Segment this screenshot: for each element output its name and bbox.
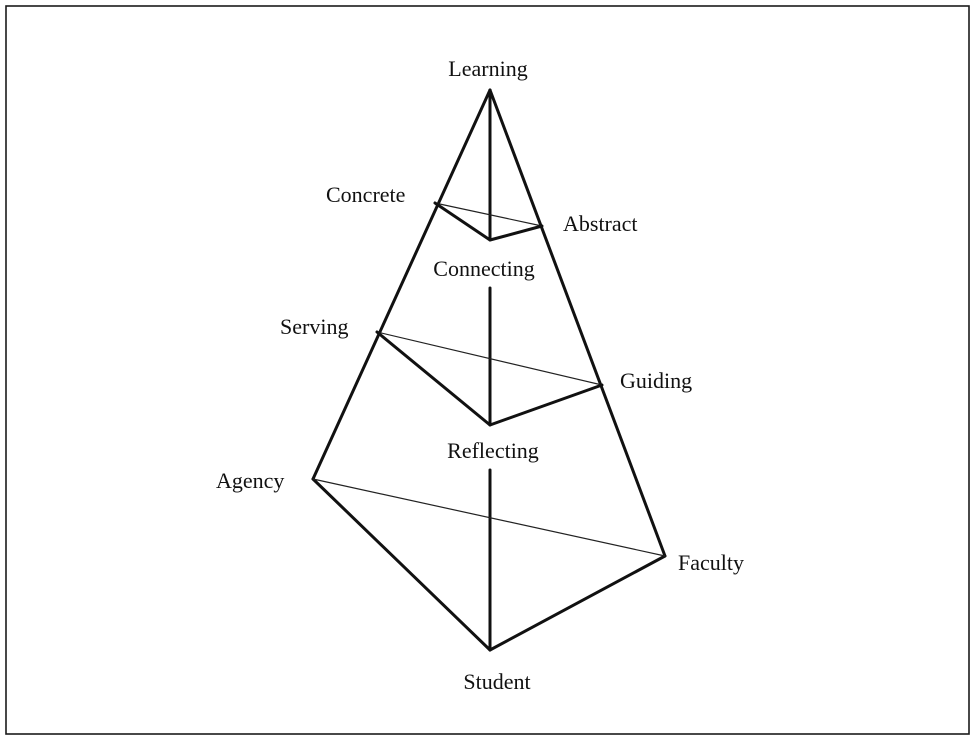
node-connecting-label: Connecting (433, 256, 534, 281)
node-abstract-label: Abstract (563, 211, 638, 236)
edge-learning-faculty (488, 88, 667, 558)
node-reflecting-label: Reflecting (447, 438, 539, 463)
node-guiding-label: Guiding (620, 368, 692, 393)
node-faculty-label: Faculty (678, 550, 744, 575)
edge-learning-agency (311, 88, 492, 481)
tie-concrete-abstract (434, 202, 543, 227)
v-serving-reflecting-guiding (375, 330, 604, 427)
diagram-frame (5, 5, 970, 735)
node-concrete-label: Concrete (326, 182, 405, 207)
tie-serving-guiding (376, 331, 603, 386)
node-serving-label: Serving (280, 314, 348, 339)
edge-agency-student (311, 477, 492, 652)
node-student-label: Student (463, 669, 530, 694)
node-learning-label: Learning (448, 56, 527, 81)
v-concrete-connecting-abstract (433, 201, 544, 242)
node-agency-label: Agency (216, 468, 284, 493)
edge-faculty-student (488, 554, 667, 652)
tie-agency-faculty (312, 478, 666, 557)
